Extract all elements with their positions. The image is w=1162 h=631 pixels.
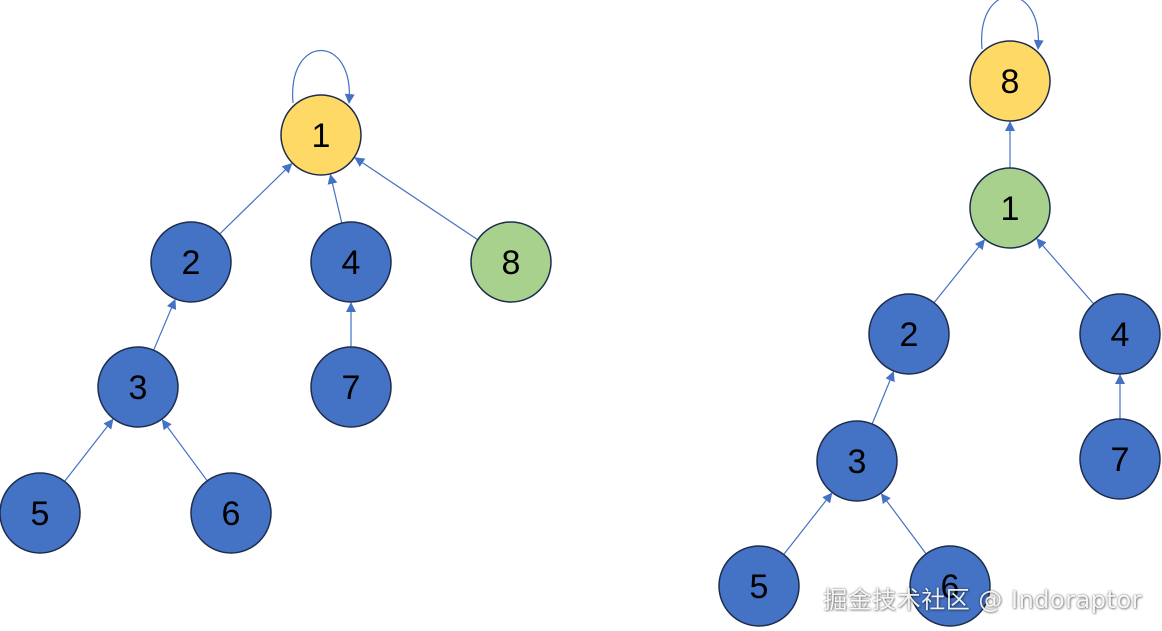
left-node-2: 2 [150, 221, 232, 303]
right-node-4-circle [1079, 293, 1161, 375]
right-node-4-label: 4 [1111, 316, 1130, 354]
left-node-2-circle [150, 221, 232, 303]
left-edge-6-to-3 [161, 419, 208, 482]
left-node-2-label: 2 [182, 244, 201, 282]
left-node-8-circle [470, 221, 552, 303]
left-node-5-label: 5 [31, 495, 50, 533]
left-node-6-circle [190, 472, 272, 554]
left-node-4-label: 4 [342, 244, 361, 282]
right-node-6-label: 6 [941, 568, 960, 606]
left-node-6-label: 6 [222, 495, 241, 533]
right-node-5-circle [718, 545, 800, 627]
left-node-4: 4 [310, 221, 392, 303]
left-node-3: 3 [97, 346, 179, 428]
watermark-text: 掘金技术社区 @ Indoraptor [823, 586, 1142, 614]
left-node-3-circle [97, 346, 179, 428]
left-edge-2-to-1 [219, 162, 293, 235]
left-node-6: 6 [190, 472, 272, 554]
left-edge-3-to-2 [153, 298, 177, 351]
right-edge-3-to-2 [871, 371, 895, 425]
right-node-4: 4 [1079, 293, 1161, 375]
left-node-8: 8 [470, 221, 552, 303]
right-node-8-circle [969, 40, 1051, 122]
left-node-5: 5 [0, 472, 81, 554]
right-node-2-circle [868, 293, 950, 375]
left-node-1: 1 [280, 94, 362, 176]
right-node-3: 3 [816, 420, 898, 502]
left-node-1-circle [280, 94, 362, 176]
right-node-7-circle [1079, 418, 1161, 500]
right-node-6: 6 [909, 545, 991, 627]
right-node-6-circle [909, 545, 991, 627]
right-node-7-label: 7 [1111, 441, 1130, 479]
right-node-5-label: 5 [750, 568, 769, 606]
left-edge-5-to-3 [64, 418, 114, 482]
right-node-3-label: 3 [848, 443, 867, 481]
left-node-7-circle [310, 346, 392, 428]
right-node-8: 8 [969, 40, 1051, 122]
left-node-3-label: 3 [129, 369, 148, 407]
left-node-1-label: 1 [312, 117, 331, 155]
left-edge-1-to-1 [292, 50, 355, 104]
right-node-1: 1 [969, 167, 1051, 249]
left-node-4-circle [310, 221, 392, 303]
edges-layer [64, 0, 1125, 555]
left-edge-8-to-1 [354, 157, 479, 241]
right-node-2-label: 2 [900, 316, 919, 354]
nodes-layer: 1 2 4 8 3 7 5 6 8 1 2 4 3 7 5 6 [0, 40, 1161, 627]
right-edge-2-to-1 [933, 239, 985, 304]
right-edge-4-to-1 [1036, 238, 1095, 305]
right-node-1-label: 1 [1001, 190, 1020, 228]
right-node-7: 7 [1079, 418, 1161, 500]
right-edge-5-to-3 [783, 492, 833, 555]
left-node-5-circle [0, 472, 81, 554]
left-node-8-label: 8 [502, 244, 521, 282]
right-node-5: 5 [718, 545, 800, 627]
left-node-7-label: 7 [342, 369, 361, 407]
left-node-7: 7 [310, 346, 392, 428]
right-node-1-circle [969, 167, 1051, 249]
right-node-2: 2 [868, 293, 950, 375]
right-node-3-circle [816, 420, 898, 502]
right-node-8-label: 8 [1001, 63, 1020, 101]
left-edge-4-to-1 [327, 173, 343, 224]
right-edge-8-to-8 [981, 0, 1044, 50]
right-edge-6-to-3 [880, 493, 927, 555]
